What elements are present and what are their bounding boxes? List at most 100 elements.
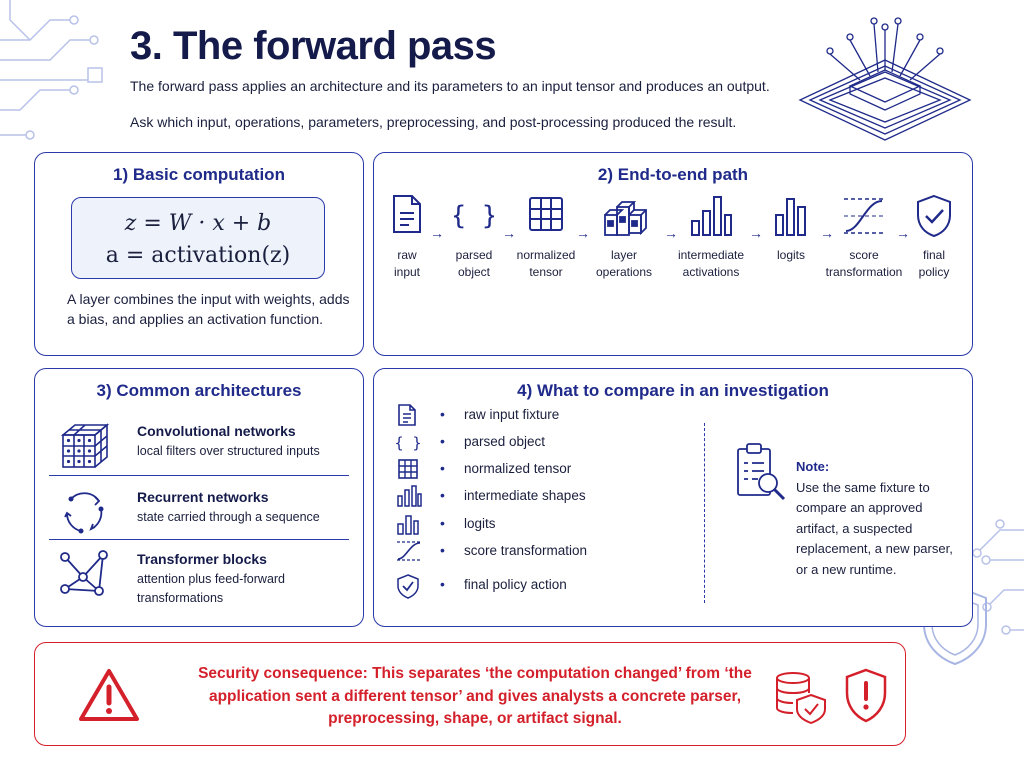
document-icon: [398, 404, 416, 426]
sigmoid-icon: [844, 198, 884, 234]
step-label: tensor: [529, 265, 563, 279]
bar-chart-icon: [691, 196, 732, 236]
note-label: Note:: [796, 459, 830, 474]
step-label: intermediate: [677, 248, 745, 262]
circuit-decoration-icon: [0, 0, 103, 140]
compare-label: logits: [464, 516, 496, 531]
shield-check-icon: [917, 194, 951, 238]
arrow-icon: →: [430, 225, 444, 241]
path-step: layer operations: [579, 193, 669, 281]
compare-item: { } • parsed object: [396, 430, 696, 456]
page-subtitle-question: Ask which input, operations, parameters,…: [130, 114, 737, 130]
formula-line: a = activation(z): [105, 243, 291, 268]
compare-label: normalized tensor: [464, 461, 572, 476]
common-architectures-card: 3) Common architectures Convolutional ne…: [34, 368, 364, 627]
path-step: logits: [746, 193, 836, 264]
path-step: final policy: [889, 193, 979, 281]
graph-icon: [60, 550, 108, 596]
card-title: 1) Basic computation: [113, 165, 285, 184]
compare-label: score transformation: [464, 543, 588, 558]
circuit-decoration-icon: [972, 519, 1024, 635]
compare-label: final policy action: [464, 577, 567, 592]
basic-description: A layer combines the input with weights,…: [67, 291, 350, 327]
cubes-icon: [604, 201, 647, 236]
bullet: •: [440, 487, 445, 503]
compare-item: • normalized tensor: [396, 457, 696, 483]
path-step: intermediate activations: [666, 193, 756, 281]
formula-line: z = W · x + b: [124, 211, 272, 236]
investigation-note: Note: Use the same fixture to compare an…: [796, 457, 956, 580]
architecture-desc: state carried through a sequence: [137, 510, 320, 524]
architecture-desc: local filters over structured inputs: [137, 444, 320, 458]
compare-item: • intermediate shapes: [396, 484, 696, 510]
compare-item: • logits: [396, 512, 696, 538]
grid-icon: [398, 459, 418, 479]
braces-icon: { }: [396, 434, 422, 452]
card-title: 3) Common architectures: [96, 381, 302, 400]
architecture-desc: attention plus feed-forward transformati…: [137, 572, 286, 605]
shield-icon: [923, 584, 987, 666]
architecture-name: Recurrent networks: [137, 489, 269, 505]
bullet: •: [440, 542, 445, 558]
cube-grid-icon: [60, 423, 110, 468]
shield-check-icon: [397, 574, 419, 599]
compare-item: • raw input fixture: [396, 403, 696, 429]
basic-computation-card: 1) Basic computation z = W · x + b a = a…: [34, 152, 364, 356]
braces-icon: { }: [454, 201, 494, 231]
architecture-item: Recurrent networks state carried through…: [49, 483, 349, 543]
database-shield-icon: [776, 672, 826, 725]
bar-chart-icon: [397, 515, 419, 535]
step-label: score: [849, 248, 879, 262]
compare-investigation-card: 4) What to compare in an investigation •…: [373, 368, 973, 627]
step-label: final: [922, 248, 945, 262]
architecture-name: Convolutional networks: [137, 423, 296, 439]
arrow-icon: →: [749, 225, 763, 241]
compare-item: • score transformation: [396, 539, 696, 565]
path-step: normalized tensor: [501, 193, 591, 281]
bullet: •: [440, 576, 445, 592]
divider: [49, 475, 349, 476]
chip-stack-icon: [798, 17, 972, 141]
note-text: Use the same fixture to compare an appro…: [796, 479, 953, 577]
architecture-item: Transformer blocks attention plus feed-f…: [49, 545, 349, 605]
bullet: •: [440, 406, 445, 422]
security-consequence-banner: Security consequence: This separates ‘th…: [34, 642, 906, 746]
shield-alert-icon: [845, 668, 887, 723]
step-label: policy: [918, 265, 950, 279]
step-label: logits: [776, 248, 805, 262]
step-label: normalized: [516, 248, 576, 262]
document-icon: [393, 195, 421, 233]
page-subtitle: The forward pass applies an architecture…: [130, 78, 770, 94]
step-label: input: [393, 265, 421, 279]
grid-icon: [529, 197, 563, 231]
step-label: activations: [682, 265, 740, 279]
step-label: transformation: [825, 265, 903, 279]
step-label: layer: [610, 248, 637, 262]
arrow-icon: →: [576, 225, 590, 241]
step-label: operations: [595, 265, 653, 279]
card-title: 2) End-to-end path: [597, 165, 749, 184]
compare-label: parsed object: [464, 434, 546, 449]
divider: [49, 539, 349, 540]
compare-item: • final policy action: [396, 573, 696, 599]
arrow-icon: →: [820, 225, 834, 241]
page-title: 3. The forward pass: [130, 24, 497, 68]
formula-box: z = W · x + b a = activation(z): [71, 197, 325, 279]
warning-icon: [79, 669, 139, 721]
step-label: raw: [397, 248, 417, 262]
compare-label: intermediate shapes: [464, 488, 586, 503]
cycle-icon: [64, 492, 104, 534]
path-step: raw input: [362, 193, 452, 281]
step-label: object: [457, 265, 491, 279]
bullet: •: [440, 515, 445, 531]
clipboard-search-icon: [737, 443, 786, 501]
arrow-icon: →: [502, 225, 516, 241]
architecture-name: Transformer blocks: [137, 551, 267, 567]
bar-chart-icon: [397, 485, 422, 507]
arrow-icon: →: [896, 225, 910, 241]
bullet: •: [440, 460, 445, 476]
card-title: 4) What to compare in an investigation: [517, 381, 829, 400]
bar-chart-icon: [775, 198, 806, 236]
sigmoid-icon: [397, 541, 421, 561]
